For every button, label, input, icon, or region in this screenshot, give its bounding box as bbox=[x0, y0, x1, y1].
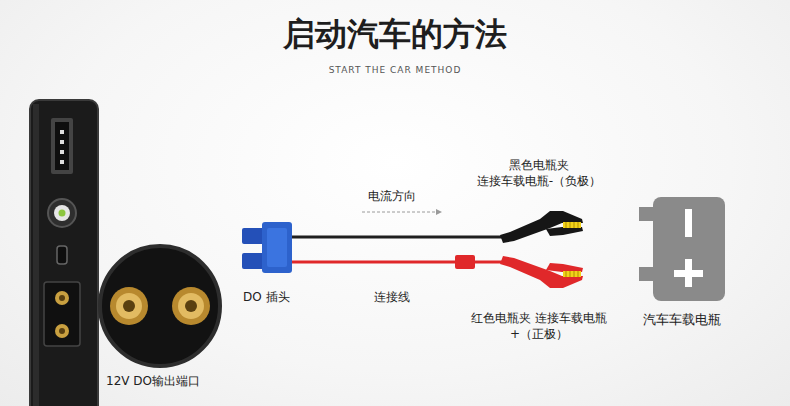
current-arrow-part bbox=[436, 209, 442, 215]
port-magnifier-part bbox=[110, 287, 148, 325]
port-magnifier-part bbox=[100, 246, 220, 366]
port-magnifier-part bbox=[178, 293, 204, 319]
black-clamp-shape bbox=[500, 207, 585, 247]
power-bank-part bbox=[33, 104, 39, 406]
power-bank-part bbox=[60, 150, 64, 154]
clamp-jaw bbox=[546, 227, 583, 236]
battery-terminal bbox=[639, 207, 655, 221]
port-magnifier bbox=[100, 246, 220, 366]
power-bank-part bbox=[60, 140, 64, 144]
cable-wire bbox=[292, 236, 502, 239]
port-label: 12V DO输出端口 bbox=[106, 373, 236, 389]
power-bank bbox=[30, 100, 98, 406]
car-battery-shape bbox=[636, 195, 728, 303]
power-bank-part bbox=[60, 160, 64, 164]
power-bank-part bbox=[59, 328, 65, 334]
plus-mark bbox=[674, 270, 703, 277]
port-magnifier-part bbox=[116, 293, 142, 319]
minus-mark bbox=[685, 209, 692, 237]
clamp-teeth bbox=[566, 271, 578, 277]
plug-body bbox=[262, 222, 292, 273]
power-bank-part bbox=[54, 205, 70, 221]
red-clamp: 红色电瓶夹 连接车载电瓶+（正极） bbox=[500, 252, 585, 292]
clamp-teeth bbox=[566, 222, 578, 228]
plug-tab bbox=[242, 253, 264, 269]
do-plug: DO 插头 bbox=[240, 220, 292, 275]
power-bank-part bbox=[59, 295, 65, 301]
subtitle: START THE CAR METHOD bbox=[0, 62, 790, 78]
plug-tab bbox=[242, 228, 264, 244]
power-bank-part bbox=[60, 130, 64, 134]
node-label: 红色电瓶夹 连接车载电瓶+（正极） bbox=[469, 310, 609, 342]
clamp-jaw bbox=[500, 211, 583, 243]
clamp-teeth bbox=[563, 222, 581, 228]
plug-body bbox=[267, 228, 287, 267]
node-label: DO 插头 bbox=[243, 289, 323, 305]
power-bank-part bbox=[55, 122, 69, 170]
diagram-title: 启动汽车的方法 bbox=[0, 14, 790, 54]
port-magnifier-part bbox=[123, 300, 135, 312]
battery-terminal bbox=[639, 267, 655, 281]
clamp-jaw bbox=[500, 256, 583, 288]
power-bank-part bbox=[30, 100, 98, 406]
power-bank-part bbox=[59, 210, 66, 217]
node-label: 汽车车载电瓶 bbox=[622, 312, 742, 328]
clamp-teeth bbox=[563, 271, 581, 277]
cable-label: 连接线 bbox=[374, 289, 434, 305]
port-magnifier-part bbox=[172, 287, 210, 325]
current-arrow-part bbox=[362, 212, 436, 213]
port-magnifier-part bbox=[185, 300, 197, 312]
car-battery: 汽车车载电瓶 bbox=[636, 195, 728, 303]
current-arrow bbox=[362, 209, 442, 215]
flow-label: 电流方向 bbox=[368, 188, 438, 204]
power-bank-part bbox=[51, 118, 73, 174]
power-bank-part bbox=[44, 282, 80, 346]
node-label: 黑色电瓶夹 连接车载电瓶-（负极） bbox=[469, 157, 609, 189]
power-bank-part bbox=[55, 291, 69, 305]
clamp-jaw bbox=[546, 263, 583, 272]
cable-wire bbox=[292, 261, 502, 264]
do-plug-shape bbox=[240, 220, 292, 275]
power-bank-part bbox=[57, 246, 67, 264]
red-clamp-shape bbox=[500, 252, 585, 292]
black-clamp: 黑色电瓶夹 连接车载电瓶-（负极） bbox=[500, 207, 585, 247]
battery-body bbox=[653, 197, 725, 301]
power-bank-part bbox=[48, 199, 76, 227]
power-bank-part bbox=[55, 324, 69, 338]
